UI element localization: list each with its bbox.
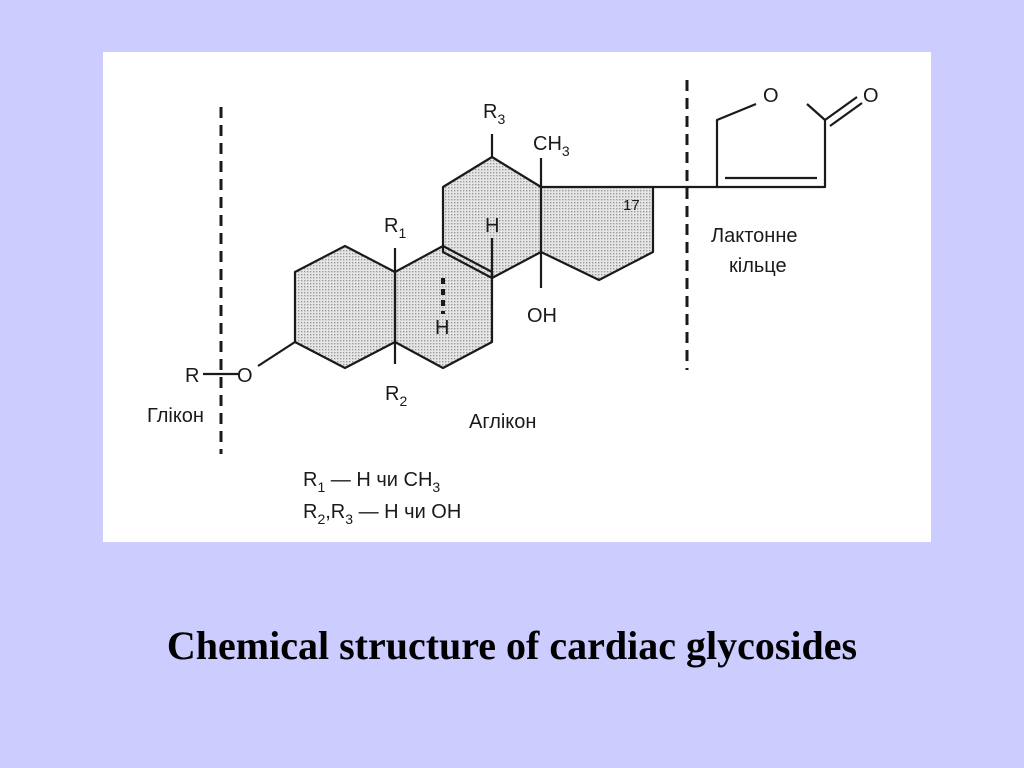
- c17-label: 17: [623, 197, 640, 214]
- aglycone-label: Аглікон: [469, 411, 536, 433]
- r3-subscript: 3: [497, 111, 505, 127]
- r3-letter: R: [483, 101, 497, 123]
- bond-o-link: [257, 341, 296, 367]
- ch3-subscript: 3: [562, 143, 570, 159]
- carbonyl-bond-1: [824, 96, 858, 121]
- structure-figure-panel: R O Глікон Аглікон Лактонне кільце O O R…: [103, 52, 931, 542]
- ring-d: [540, 185, 655, 282]
- carbonyl-bond-2: [829, 102, 863, 127]
- r2-subscript: 2: [399, 393, 407, 409]
- glycone-r-label: R: [185, 365, 199, 387]
- legend-line-1: R1 — H чи CH3: [303, 469, 440, 495]
- r1-letter: R: [384, 215, 398, 237]
- lactone-label-line2: кільце: [729, 255, 787, 277]
- o-link-label: O: [237, 365, 253, 387]
- legend-line-1-r: R: [303, 469, 317, 491]
- lactone-ring-bonds: [715, 102, 827, 189]
- legend-line-2: R2,R3 — H чи OH: [303, 501, 461, 527]
- ring-oxygen-label: O: [763, 85, 779, 107]
- legend-line-1-text: — H чи CH: [325, 469, 432, 491]
- ring-c-shading: [443, 157, 541, 278]
- ch3-letters: CH: [533, 133, 562, 155]
- ch3-label: CH3: [533, 133, 570, 159]
- ring-a-shading: [295, 246, 395, 368]
- lactone-label-line1: Лактонне: [711, 225, 798, 247]
- ring-shading: [295, 157, 653, 368]
- skeleton-bonds: [203, 134, 717, 376]
- carbonyl-oxygen-label: O: [863, 85, 879, 107]
- legend-line-2-comma: ,R: [325, 501, 345, 523]
- legend-line-2-text: — H чи OH: [353, 501, 461, 523]
- r1-subscript: 1: [398, 225, 406, 241]
- cardiac-glycoside-structure: R O Глікон Аглікон Лактонне кільце O O R…: [147, 80, 879, 527]
- r1-label: R1: [384, 215, 406, 241]
- legend-line-2-r: R: [303, 501, 317, 523]
- lactone-ring: [715, 96, 863, 189]
- h-top-label: H: [485, 215, 499, 237]
- ring-d-shading: [541, 187, 653, 280]
- structure-labels: R O Глікон Аглікон Лактонне кільце O O R…: [147, 85, 879, 433]
- dividers: [219, 80, 689, 454]
- h-bottom-label: H: [435, 317, 449, 339]
- glycone-label: Глікон: [147, 405, 204, 427]
- legend-line-2-sub-a: 2: [317, 511, 325, 527]
- oh-label: OH: [527, 305, 557, 327]
- ring-b-shading: [395, 246, 492, 368]
- legend-line-1-tail-sub: 3: [432, 479, 440, 495]
- slide-caption: Chemical structure of cardiac glycosides: [166, 623, 858, 668]
- r3-label: R3: [483, 101, 505, 127]
- r2-letter: R: [385, 383, 399, 405]
- r2-label: R2: [385, 383, 407, 409]
- legend-line-1-sub: 1: [317, 479, 325, 495]
- legend-line-2-sub-b: 3: [345, 511, 353, 527]
- substituent-legend: R1 — H чи CH3 R2,R3 — H чи OH: [303, 469, 461, 527]
